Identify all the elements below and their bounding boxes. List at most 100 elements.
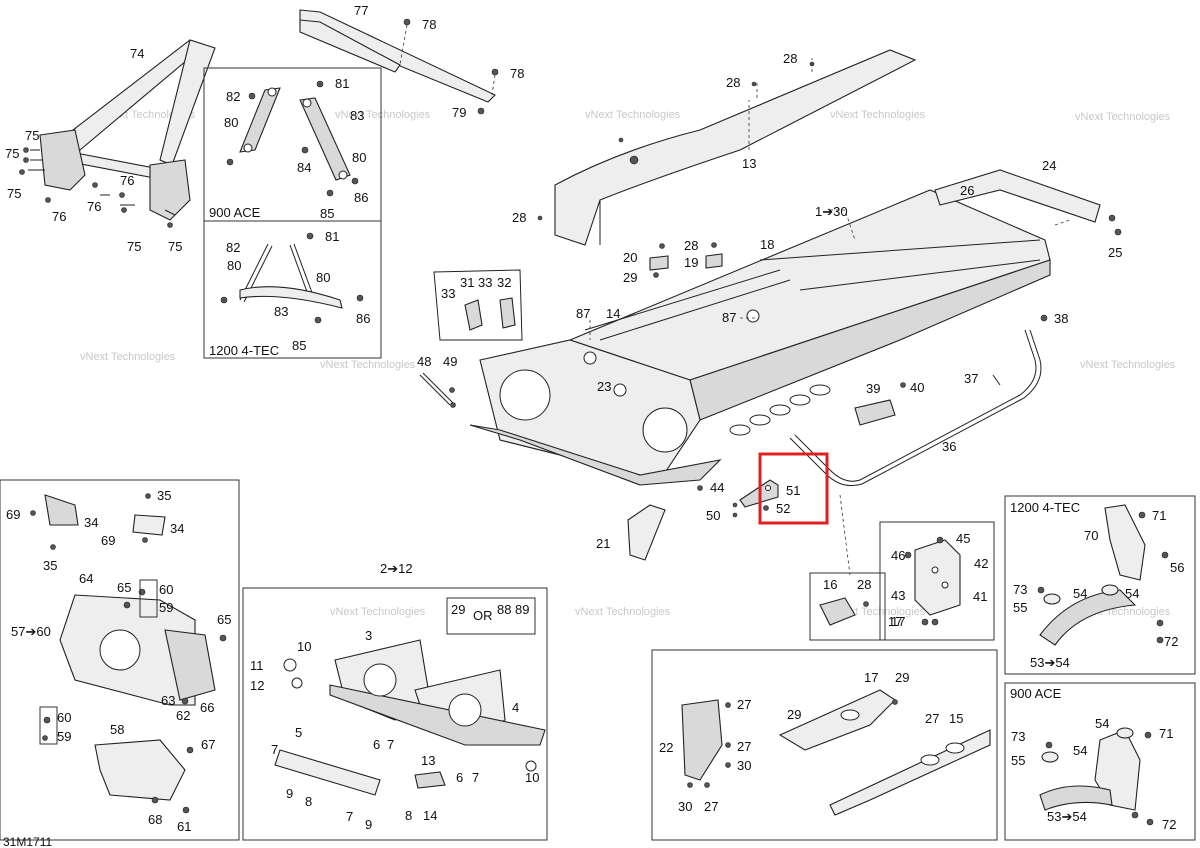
callout-label: 80 (316, 270, 330, 285)
callout-label: 89 (515, 602, 529, 617)
callout-label: 53➔54 (1030, 655, 1070, 670)
callout-label: 7 (387, 737, 394, 752)
callout-label: 78 (422, 17, 436, 32)
callout-label: 14 (423, 808, 437, 823)
callout-label: 72 (1162, 817, 1176, 832)
callout-label: 87 (722, 310, 736, 325)
watermark: vNext Technologies (330, 606, 426, 618)
main-chassis (469, 189, 1051, 486)
callout-label: 28 (684, 238, 698, 253)
callout-label: 86 (354, 190, 368, 205)
callout-label: 65 (117, 580, 131, 595)
box-title: 2➔12 (380, 561, 413, 576)
callout-label: 75 (127, 239, 141, 254)
watermarks: vNext Technologies vNext Technologies vN… (80, 109, 1176, 618)
callout-label: 27 (704, 799, 718, 814)
box-900-ace-right (1004, 682, 1196, 841)
watermark: vNext Technologies (585, 109, 681, 121)
callout-label: 73 (1013, 582, 1027, 597)
hinge-parts (649, 242, 723, 278)
callout-label: 54 (1073, 586, 1087, 601)
front-frame-74 (19, 39, 216, 228)
watermark: vNext Technologies (830, 109, 926, 121)
callout-label: 55 (1013, 600, 1027, 615)
callout-label: 28 (783, 51, 797, 66)
callout-label: 8 (405, 808, 412, 823)
callout-label: 29 (787, 707, 801, 722)
rear-bracket-24 (934, 169, 1122, 236)
callout-label: 13 (421, 753, 435, 768)
callout-label: 45 (956, 531, 970, 546)
callout-label: 81 (335, 76, 349, 91)
callout-label: 34 (170, 521, 184, 536)
callout-label: 10 (525, 770, 539, 785)
bracket-21 (627, 504, 666, 561)
box-41-46 (879, 521, 995, 641)
box-16-28 (809, 572, 886, 641)
callout-label: 43 (891, 588, 905, 603)
callout-label: 60 (159, 582, 173, 597)
box-2-12 (242, 587, 548, 841)
callout-label: 9 (365, 817, 372, 832)
callout-label: 26 (960, 183, 974, 198)
callout-label: 18 (760, 237, 774, 252)
callout-label: 17 (864, 670, 878, 685)
callout-label: 53➔54 (1047, 809, 1087, 824)
callout-label: 83 (274, 304, 288, 319)
callout-label: 54 (1125, 586, 1139, 601)
callout-label: 37 (964, 371, 978, 386)
callout-label: 59 (57, 729, 71, 744)
ace900-links (226, 80, 359, 197)
callout-label: 76 (120, 173, 134, 188)
callout-label: 12 (250, 678, 264, 693)
rear-bumper-36 (789, 314, 1048, 487)
box-or-option (446, 597, 536, 635)
callout-label: 28 (726, 75, 740, 90)
callout-label: 44 (710, 480, 724, 495)
callout-label: 73 (1011, 729, 1025, 744)
callout-label: 87 (576, 306, 590, 321)
callout-label: 71 (1159, 726, 1173, 741)
callout-label: 63 (161, 693, 175, 708)
callout-label: 29 (451, 602, 465, 617)
callout-label: 25 (1108, 245, 1122, 260)
box-title: 1200 4-TEC (209, 343, 279, 358)
callout-label: 30 (678, 799, 692, 814)
arm-77 (299, 9, 499, 115)
callout-label: 29 (895, 670, 909, 685)
heat-exchanger-13 (537, 49, 917, 246)
callout-label: 85 (292, 338, 306, 353)
callout-label: 17 (891, 614, 905, 629)
callout-label: 49 (443, 354, 457, 369)
callout-label: 22 (659, 740, 673, 755)
callout-label: 82 (226, 240, 240, 255)
box-15-22 (651, 649, 998, 841)
callout-label: 56 (1170, 560, 1184, 575)
box-1200-4tec-top (203, 220, 382, 359)
callout-label: 75 (25, 128, 39, 143)
callout-label: 62 (176, 708, 190, 723)
callout-label: 65 (217, 612, 231, 627)
tec1200-right-parts (1037, 504, 1169, 646)
callout-label: 17 (888, 614, 902, 629)
callout-label: 78 (510, 66, 524, 81)
callout-label: 52 (776, 501, 790, 516)
callout-label: 80 (352, 150, 366, 165)
callout-label: 58 (110, 722, 124, 737)
callout-label: 66 (200, 700, 214, 715)
callout-label: 5 (295, 725, 302, 740)
callout-label: 38 (1054, 311, 1068, 326)
callout-label: 33 (478, 275, 492, 290)
callout-label: 55 (1011, 753, 1025, 768)
callout-label: 64 (79, 571, 93, 586)
callout-label: 9 (286, 786, 293, 801)
callout-label: 23 (597, 379, 611, 394)
callout-label: 85 (320, 206, 334, 221)
callout-label: 6 (456, 770, 463, 785)
callout-label: 76 (87, 199, 101, 214)
callout-label: 30 (737, 758, 751, 773)
callout-label: 50 (706, 508, 720, 523)
callout-label: 4 (512, 700, 519, 715)
box-title: 900 ACE (1010, 686, 1062, 701)
